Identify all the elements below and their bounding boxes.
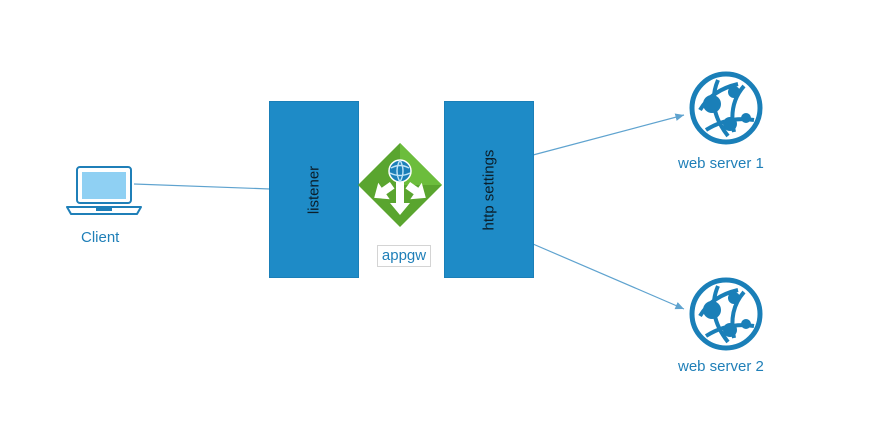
http-settings-label: http settings [480, 149, 498, 230]
web-app-globe-icon[interactable] [688, 70, 764, 146]
edge-client-listener [133, 183, 271, 190]
web-server-2-label: web server 2 [678, 358, 764, 375]
appgw-label: appgw [377, 245, 431, 267]
client-label: Client [81, 229, 120, 246]
http-settings-box[interactable]: http settings [444, 101, 534, 278]
web-server-1-label: web server 1 [678, 155, 764, 172]
web-app-globe-icon[interactable] [688, 276, 764, 352]
application-gateway-icon[interactable] [356, 141, 444, 229]
laptop-icon [66, 166, 142, 215]
listener-box[interactable]: listener [269, 101, 359, 278]
edge-http-settings-web-server-2 [532, 243, 685, 310]
listener-label: listener [305, 165, 323, 214]
edge-http-settings-web-server-1 [532, 113, 685, 156]
